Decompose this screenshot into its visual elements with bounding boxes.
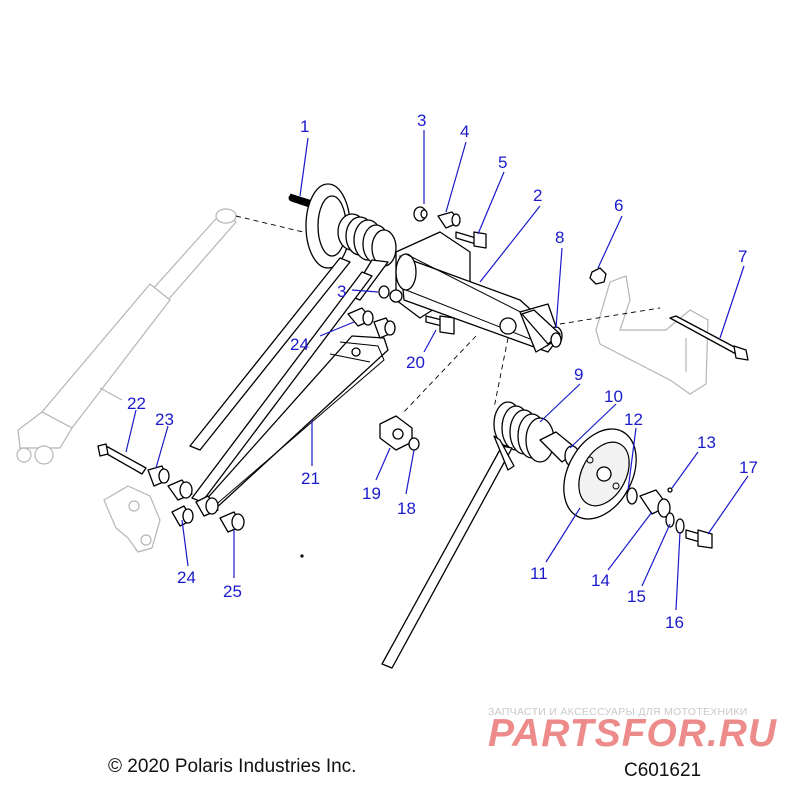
part-3-nut-lower (378, 285, 390, 299)
callout-4: 4 (460, 122, 469, 141)
callout-25: 25 (223, 582, 242, 601)
callout-3-lower: 3 (337, 282, 346, 301)
part-18-o-ring (408, 437, 420, 451)
part-7-long-bolt (669, 315, 749, 361)
part-13-small-pin (667, 487, 673, 493)
part-23-bushing (147, 465, 170, 487)
callout-20: 20 (406, 353, 425, 372)
part-16-washer (675, 518, 685, 534)
part-25-bushing (219, 511, 245, 533)
part-5-bolt (455, 231, 487, 249)
part-24-bushing-lower (171, 505, 194, 527)
watermark-brand: PARTSFOR.RU (488, 712, 778, 755)
part-21-end-bushing (195, 495, 219, 517)
figure-code: C601621 (624, 760, 702, 781)
copyright-notice: © 2020 Polaris Industries Inc. (108, 756, 357, 777)
callout-14: 14 (591, 571, 610, 590)
callout-19: 19 (362, 484, 381, 503)
part-12-ring (626, 487, 638, 505)
part-19-clip (379, 415, 413, 451)
callout-7: 7 (738, 247, 747, 266)
callout-labels: 1 2 3 3 4 5 6 7 8 9 10 11 12 13 14 15 16… (127, 111, 758, 632)
callout-6: 6 (614, 196, 623, 215)
callout-22: 22 (127, 394, 146, 413)
part-22-bolt (97, 443, 147, 475)
part-3-nut-upper (413, 206, 428, 222)
part-14-bearing (639, 489, 671, 518)
callout-24-upper: 24 (290, 335, 309, 354)
part-11-wheel (563, 428, 637, 520)
assembly-lines (235, 215, 661, 415)
watermark-tagline: ЗАПЧАСТИ И АКСЕССУАРЫ ДЛЯ МОТОТЕХНИКИ (488, 706, 748, 718)
callout-18: 18 (397, 499, 416, 518)
shock-absorber-ghost (16, 208, 237, 465)
callout-15: 15 (627, 587, 646, 606)
callout-11: 11 (530, 564, 548, 583)
callout-13: 13 (697, 433, 716, 452)
callout-21: 21 (301, 469, 320, 488)
part-8-shaft-end (521, 309, 562, 348)
stray-dot (300, 554, 304, 558)
callout-24-lower: 24 (177, 568, 196, 587)
callout-1: 1 (300, 117, 309, 136)
part-9-lower-spring (381, 401, 555, 669)
spring-coils-upper (337, 213, 397, 267)
callout-8: 8 (555, 228, 564, 247)
part-21-lower-bushing (167, 479, 193, 501)
callout-16: 16 (665, 613, 684, 632)
bracket-ghost-right (595, 275, 709, 395)
part-4-bushing (437, 211, 461, 229)
part-20-bolt (425, 315, 455, 335)
callout-17: 17 (739, 458, 758, 477)
part-17-bolt (685, 529, 713, 549)
callout-12: 12 (624, 410, 643, 429)
callout-10: 10 (604, 387, 623, 406)
leader-lines (125, 130, 749, 611)
part-2-shaft-bracket (389, 231, 563, 353)
callout-23: 23 (155, 410, 174, 429)
part-6-nut (589, 267, 607, 285)
callout-3-upper: 3 (417, 111, 426, 130)
callout-2: 2 (533, 186, 542, 205)
callout-5: 5 (498, 153, 507, 172)
part-15-washer (665, 512, 675, 528)
part-24-bushings-upper (347, 307, 396, 339)
part-1-upper-spring (288, 183, 397, 301)
callout-9: 9 (574, 365, 583, 384)
bracket-ghost-left (103, 485, 161, 553)
